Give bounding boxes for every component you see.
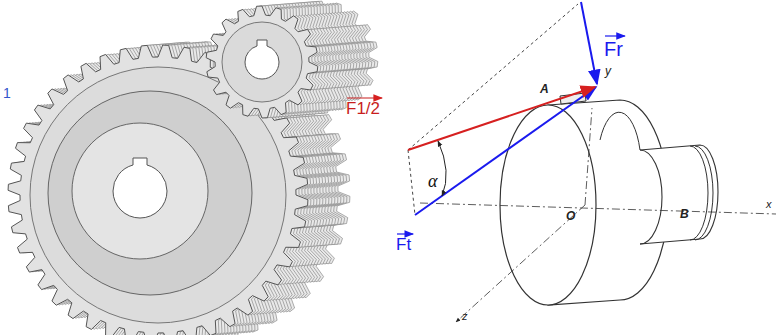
force-label: Fr [604,38,623,60]
vector-arrow [347,97,382,98]
gear-web [48,91,252,295]
shaft-groove [690,146,708,240]
construction-line [408,4,578,150]
axis-label: y [605,65,611,78]
x-axis [420,203,776,214]
construction-line [408,150,415,215]
vector-arrow [605,35,625,36]
axis-label: z [462,310,468,322]
resultant-force [408,87,595,150]
shaft-groove [695,146,713,240]
force-label: F1/2 [346,100,380,119]
axis-label: x [766,198,772,210]
z-axis [456,205,585,322]
angle-label: α [428,172,437,192]
radial-force [581,2,597,84]
point-label: A [540,83,549,96]
vector-arrow [397,233,413,234]
tangential-force [415,87,596,215]
stray-mark: 1 [3,86,11,101]
force-label: Ft [396,236,411,255]
hub-edge [600,112,640,150]
gear-face [206,6,318,118]
gear-hub [72,123,208,259]
point-label: O [566,210,575,223]
bore-keyway [245,40,279,79]
shaft [640,145,718,244]
bore-keyway [113,158,167,218]
disc-face [500,105,596,305]
y-axis [585,108,592,205]
point-label: B [680,208,689,221]
pinion-hub [222,22,302,102]
angle-arc [438,141,446,196]
shaft-shoulder [640,150,662,244]
